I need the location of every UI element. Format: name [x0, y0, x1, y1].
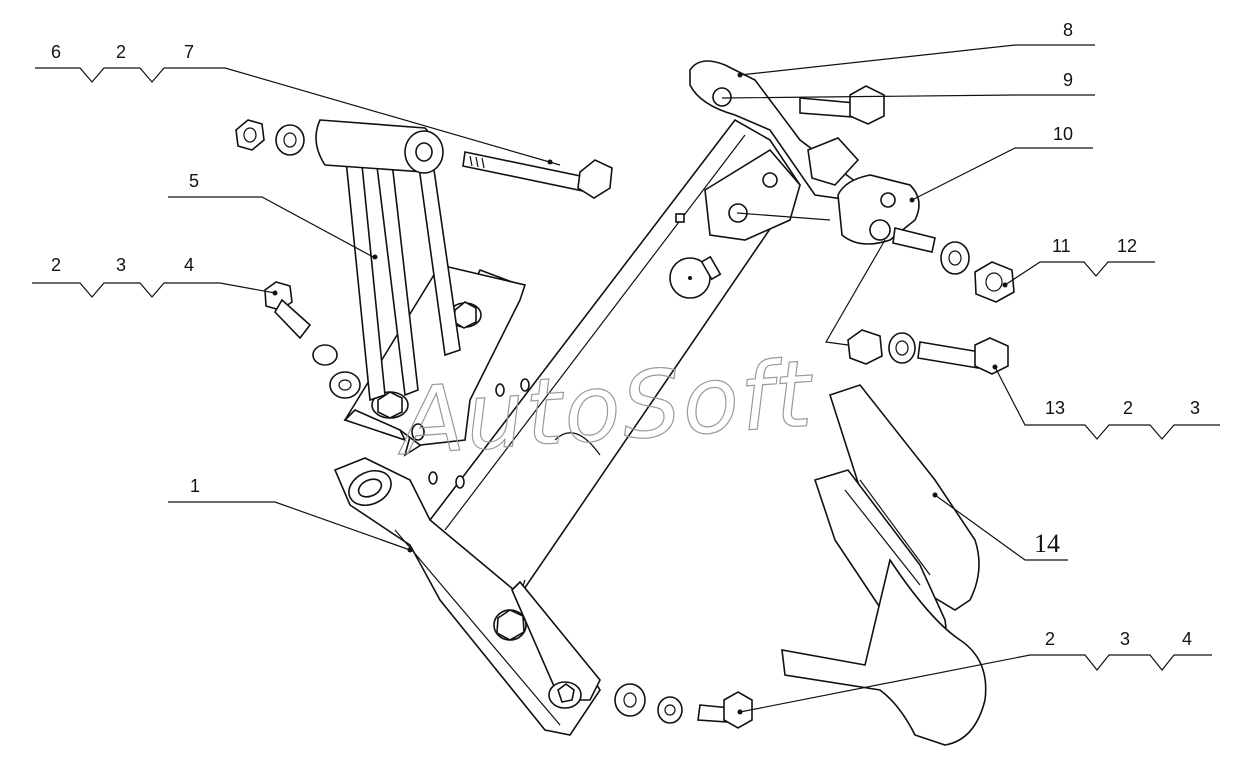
callout-6: 6 — [51, 42, 61, 62]
callout-11: 11 — [1052, 236, 1071, 256]
upper-support-base — [343, 264, 527, 446]
callout-9: 9 — [1063, 70, 1073, 90]
callout-8: 8 — [1063, 20, 1073, 40]
main-bracket — [333, 118, 801, 736]
callout-5: 5 — [189, 171, 199, 191]
callout-10: 10 — [1053, 124, 1073, 144]
callout-2-right: 2 — [1123, 398, 1133, 418]
callout-4-left: 4 — [184, 255, 194, 275]
callout-3-bottom: 3 — [1120, 629, 1130, 649]
bottom-bolt-set — [614, 683, 753, 729]
callout-12: 12 — [1117, 236, 1137, 256]
callout-3-left: 3 — [116, 255, 126, 275]
callout-labels: 6 2 7 5 2 3 4 1 8 9 10 11 12 13 2 3 14 2… — [51, 20, 1200, 649]
callout-7: 7 — [184, 42, 194, 62]
right-bolt-set — [847, 329, 1009, 375]
callout-4-bottom: 4 — [1182, 629, 1192, 649]
upper-linkage — [689, 60, 1015, 303]
rod-assembly — [235, 119, 613, 402]
callout-3-right: 3 — [1190, 398, 1200, 418]
left-bolt-set — [264, 281, 361, 399]
callout-2: 2 — [116, 42, 126, 62]
callout-1: 1 — [190, 476, 200, 496]
pedal — [781, 384, 987, 746]
callout-2-left: 2 — [51, 255, 61, 275]
callout-13: 13 — [1045, 398, 1065, 418]
callout-2-bottom: 2 — [1045, 629, 1055, 649]
callout-14: 14 — [1034, 529, 1060, 558]
leader-lines — [32, 44, 1220, 715]
